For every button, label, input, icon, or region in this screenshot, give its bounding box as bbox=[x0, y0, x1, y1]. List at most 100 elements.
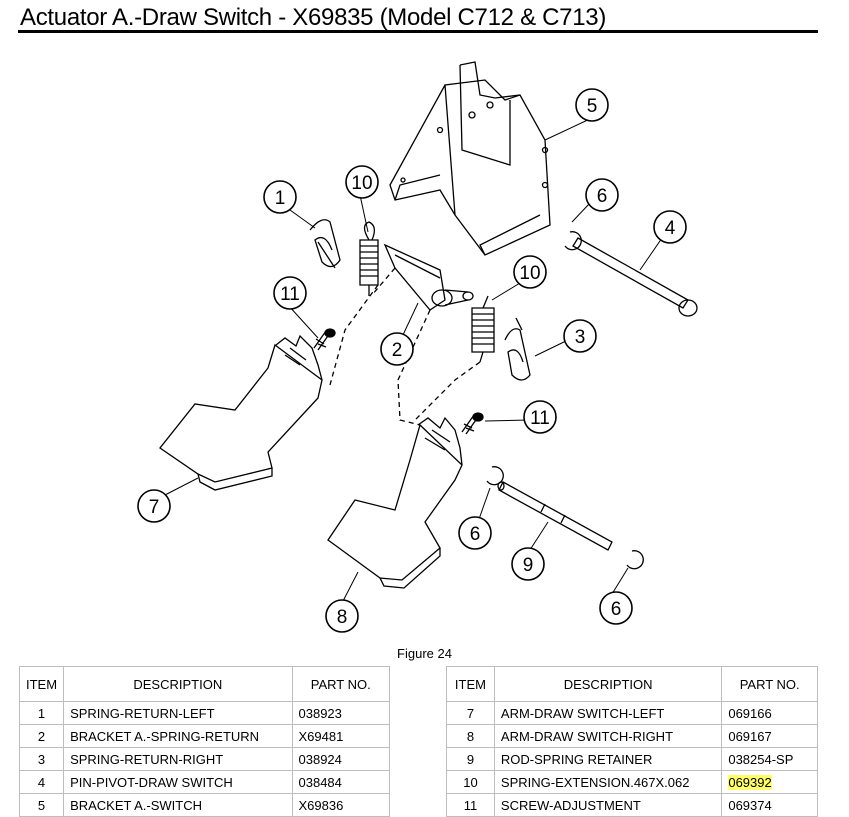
callout-label: 5 bbox=[587, 96, 598, 117]
header-description: DESCRIPTION bbox=[63, 666, 293, 702]
callout-label: 2 bbox=[392, 340, 403, 361]
part-no-cell: 038484 bbox=[291, 770, 390, 794]
header-part-no: PART NO. bbox=[721, 666, 818, 702]
extension-spring-upper-drawing bbox=[359, 221, 379, 296]
part-no-cell: X69836 bbox=[291, 793, 390, 817]
item-cell: 3 bbox=[18, 747, 65, 771]
callout-label: 7 bbox=[149, 497, 160, 518]
spring-return-left-drawing bbox=[309, 219, 341, 269]
description-cell: ARM-DRAW SWITCH-LEFT bbox=[493, 701, 723, 725]
part-no-cell: 038923 bbox=[291, 701, 390, 725]
callout-label: 4 bbox=[665, 218, 676, 239]
header-part-no: PART NO. bbox=[291, 666, 390, 702]
page-title: Actuator A.-Draw Switch - X69835 (Model … bbox=[20, 4, 607, 31]
extension-spring-lower-drawing bbox=[471, 295, 495, 363]
header-item: ITEM bbox=[18, 666, 65, 702]
callout-1: 1 bbox=[263, 180, 297, 214]
callout-label: 10 bbox=[351, 173, 372, 194]
description-cell: ARM-DRAW SWITCH-RIGHT bbox=[493, 724, 723, 748]
item-cell: 9 bbox=[446, 747, 495, 771]
part-no-cell: 069392 bbox=[721, 770, 818, 794]
spring-retainer-rod-drawing bbox=[497, 481, 613, 551]
part-no-cell: 069166 bbox=[721, 701, 818, 725]
part-no-cell: X69481 bbox=[291, 724, 390, 748]
draw-switch-arm-left-drawing bbox=[159, 334, 323, 491]
e-clip-middle-drawing bbox=[486, 466, 504, 486]
callout-10: 10 bbox=[345, 165, 379, 199]
item-cell: 10 bbox=[446, 770, 495, 794]
callout-11: 11 bbox=[273, 276, 307, 310]
spring-return-bracket-drawing bbox=[383, 243, 474, 311]
e-clip-lower-drawing bbox=[626, 550, 644, 570]
description-cell: SPRING-RETURN-LEFT bbox=[63, 701, 293, 725]
item-cell: 4 bbox=[18, 770, 65, 794]
item-cell: 2 bbox=[18, 724, 65, 748]
description-cell: PIN-PIVOT-DRAW SWITCH bbox=[63, 770, 293, 794]
callout-label: 6 bbox=[597, 186, 608, 207]
highlighted-part-no: 069392 bbox=[728, 774, 772, 790]
leader-lines bbox=[164, 117, 663, 604]
callout-6: 6 bbox=[458, 516, 492, 550]
part-no-cell: 069374 bbox=[721, 793, 818, 817]
description-cell: ROD-SPRING RETAINER bbox=[493, 747, 723, 771]
callout-label: 1 bbox=[275, 188, 286, 209]
part-no-cell: 038924 bbox=[291, 747, 390, 771]
draw-switch-arm-right-drawing bbox=[327, 416, 463, 589]
description-cell: SPRING-RETURN-RIGHT bbox=[63, 747, 293, 771]
adjustment-screw-left-drawing bbox=[313, 328, 336, 351]
part-no-cell: 069167 bbox=[721, 724, 818, 748]
callout-label: 3 bbox=[575, 327, 586, 348]
table-header-row: ITEM DESCRIPTION PART NO. bbox=[18, 666, 390, 702]
item-cell: 1 bbox=[18, 701, 65, 725]
description-cell: BRACKET A.-SWITCH bbox=[63, 793, 293, 817]
callout-label: 9 bbox=[523, 555, 534, 576]
callout-label: 11 bbox=[280, 284, 300, 305]
callouts: 1 10 5 6 4 10 2 3 11 11 7 6 9 8 6 bbox=[137, 88, 687, 633]
spring-return-right-drawing bbox=[504, 317, 531, 381]
description-cell: SPRING-EXTENSION.467X.062 bbox=[493, 770, 723, 794]
pivot-pin-drawing bbox=[572, 237, 698, 317]
description-cell: SCREW-ADJUSTMENT bbox=[493, 793, 723, 817]
e-clip-upper-drawing bbox=[564, 231, 582, 251]
callout-4: 4 bbox=[653, 210, 687, 244]
callout-10: 10 bbox=[513, 255, 547, 289]
callout-9: 9 bbox=[511, 547, 545, 581]
linkage-lines bbox=[329, 267, 481, 426]
callout-label: 8 bbox=[337, 607, 348, 628]
description-cell: BRACKET A.-SPRING-RETURN bbox=[63, 724, 293, 748]
item-cell: 5 bbox=[18, 793, 65, 817]
figure-caption: Figure 24 bbox=[397, 646, 452, 661]
adjustment-screw-right-drawing bbox=[461, 412, 484, 435]
switch-bracket-drawing bbox=[389, 61, 551, 256]
header-item: ITEM bbox=[446, 666, 495, 702]
callout-label: 6 bbox=[470, 524, 481, 545]
callout-8: 8 bbox=[325, 599, 359, 633]
item-cell: 7 bbox=[446, 701, 495, 725]
callout-label: 11 bbox=[530, 408, 550, 429]
callout-6: 6 bbox=[599, 591, 633, 625]
table-header-row: ITEM DESCRIPTION PART NO. bbox=[446, 666, 818, 702]
callout-5: 5 bbox=[575, 88, 609, 122]
exploded-parts-diagram: 1 10 5 6 4 10 2 3 11 11 7 6 9 8 6 bbox=[137, 61, 698, 633]
callout-11: 11 bbox=[523, 400, 557, 434]
header-description: DESCRIPTION bbox=[493, 666, 723, 702]
callout-6: 6 bbox=[585, 178, 619, 212]
callout-2: 2 bbox=[380, 332, 414, 366]
part-no-cell: 038254-SP bbox=[721, 747, 818, 771]
item-cell: 11 bbox=[446, 793, 495, 817]
title-underline bbox=[18, 30, 818, 33]
callout-label: 10 bbox=[519, 263, 540, 284]
callout-7: 7 bbox=[137, 489, 171, 523]
